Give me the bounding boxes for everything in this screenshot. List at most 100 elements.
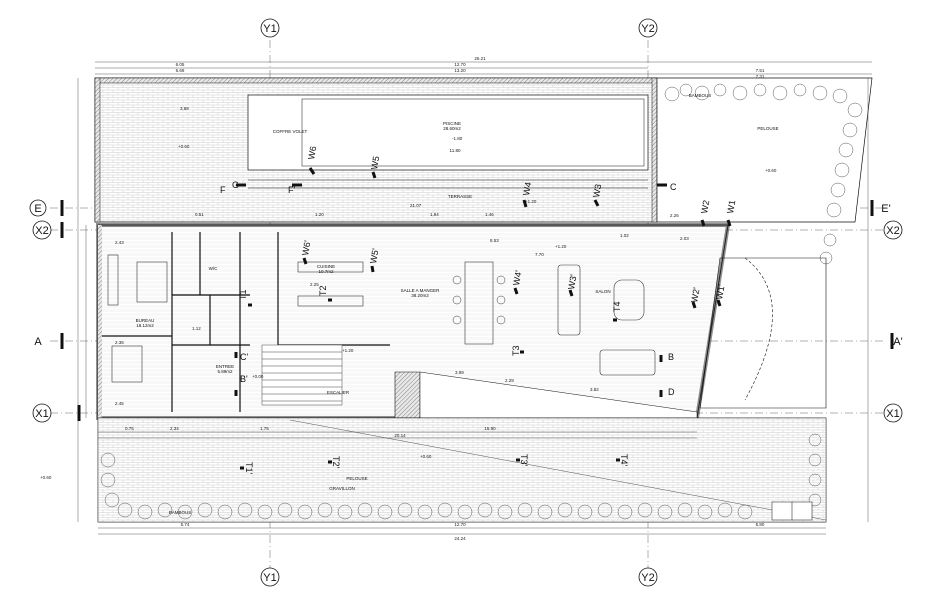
svg-text:W6': W6' (300, 239, 313, 256)
svg-text:F: F (220, 185, 226, 195)
svg-text:+0.60: +0.60 (765, 168, 777, 173)
svg-text:B': B' (240, 374, 248, 384)
svg-text:W5: W5 (369, 155, 381, 170)
svg-text:X2: X2 (886, 225, 899, 237)
svg-text:7.70: 7.70 (535, 252, 544, 257)
svg-text:1.02: 1.02 (620, 233, 629, 238)
svg-text:+0.60: +0.60 (420, 454, 432, 459)
label-entree: ENTREE (216, 364, 234, 369)
svg-text:7.31: 7.31 (756, 74, 765, 79)
svg-text:3.68: 3.68 (180, 106, 189, 111)
label-coffre: COFFRE VOLET (273, 129, 308, 134)
pool-block (94, 77, 658, 223)
axis-markers: Y1 Y2 Y1 Y2 E X2 A X1 E' X2 A' X1 (29, 18, 903, 587)
label-gravillon: GRAVILLON (329, 486, 354, 491)
svg-text:2.26: 2.26 (670, 213, 679, 218)
svg-text:11.80: 11.80 (450, 148, 461, 153)
svg-text:1.94: 1.94 (430, 212, 439, 217)
axis-y2-top: Y2 (638, 18, 658, 38)
svg-text:2.36: 2.36 (115, 340, 124, 345)
svg-text:Y2: Y2 (641, 23, 654, 35)
svg-text:W1: W1 (725, 199, 737, 214)
svg-text:X1: X1 (35, 408, 48, 420)
axis-x1-right: X1 (883, 403, 903, 423)
svg-text:-1.80: -1.80 (452, 136, 463, 141)
svg-text:0.51: 0.51 (195, 212, 204, 217)
svg-text:W4': W4' (511, 269, 524, 286)
svg-text:Y1: Y1 (263, 23, 276, 35)
svg-text:C: C (670, 182, 677, 192)
svg-text:6.05: 6.05 (176, 62, 185, 67)
axis-e-left: E (29, 199, 47, 217)
svg-text:10.7m2: 10.7m2 (318, 269, 334, 274)
svg-text:A': A' (893, 336, 902, 348)
axis-x1-left: X1 (32, 403, 52, 423)
svg-text:G: G (232, 180, 239, 190)
svg-text:+1.20: +1.20 (342, 348, 354, 353)
svg-text:BAMBOUS: BAMBOUS (689, 93, 712, 98)
svg-text:1.46: 1.46 (485, 212, 494, 217)
svg-text:C': C' (240, 352, 248, 362)
svg-text:+1.20: +1.20 (525, 199, 537, 204)
svg-text:3.82: 3.82 (590, 387, 599, 392)
svg-text:21.07: 21.07 (410, 203, 422, 208)
svg-text:2.34: 2.34 (170, 426, 179, 431)
svg-text:W6: W6 (306, 145, 318, 160)
svg-text:W2': W2' (689, 286, 702, 303)
garden-bottom (97, 417, 827, 523)
svg-text:2.43: 2.43 (115, 240, 124, 245)
svg-text:T2: T2 (318, 285, 328, 296)
svg-text:1.75: 1.75 (260, 426, 269, 431)
svg-text:X2: X2 (35, 225, 48, 237)
label-piscine: PISCINE (443, 121, 461, 126)
svg-text:20.14: 20.14 (394, 433, 406, 438)
label-bureau: BUREAU (136, 318, 155, 323)
svg-text:+1.20: +1.20 (555, 244, 567, 249)
label-pelouse-top: PELOUSE (757, 126, 778, 131)
svg-text:5.74: 5.74 (181, 522, 190, 527)
axis-e-right: E' (881, 203, 890, 215)
svg-text:1.20: 1.20 (315, 212, 324, 217)
axis-a-left: A (34, 336, 42, 348)
axis-y1-top: Y1 (260, 18, 280, 38)
svg-text:T3: T3 (511, 345, 521, 356)
svg-text:T3': T3' (519, 454, 529, 467)
svg-text:T1': T1' (244, 462, 254, 475)
svg-text:2.25: 2.25 (310, 282, 319, 287)
label-escalier: ESCALIER (327, 390, 350, 395)
svg-text:+0.60: +0.60 (178, 144, 190, 149)
svg-text:T4': T4' (619, 454, 629, 467)
room-labels: PISCINE 28.60m2 11.80 COFFRE VOLET BUREA… (136, 93, 779, 515)
svg-text:F': F' (288, 185, 295, 195)
svg-text:E': E' (881, 203, 890, 215)
dimension-labels: 26.21 6.05 12.70 7.51 5.69 13.20 7.31 5.… (176, 56, 765, 541)
svg-text:2.03: 2.03 (680, 236, 689, 241)
svg-text:T2': T2' (331, 456, 341, 469)
svg-text:W3': W3' (566, 273, 579, 290)
svg-text:Y2: Y2 (641, 572, 654, 584)
levels: +0.60 -1.80 +0.60 +1.20 +1.20 +1.20 +0.6… (40, 136, 777, 480)
svg-text:W5': W5' (368, 247, 381, 264)
svg-text:5.69: 5.69 (176, 68, 185, 73)
svg-text:12.70: 12.70 (454, 62, 466, 67)
svg-text:BAMBOUS: BAMBOUS (169, 510, 192, 515)
svg-text:B: B (668, 352, 674, 362)
svg-text:24.24: 24.24 (454, 536, 466, 541)
svg-text:0.75: 0.75 (125, 426, 134, 431)
label-cuisine: CUISINE (317, 264, 335, 269)
svg-text:E: E (34, 203, 41, 215)
axis-x2-right: X2 (883, 220, 903, 240)
svg-text:5.89m2: 5.89m2 (217, 369, 233, 374)
svg-text:Y1: Y1 (263, 572, 276, 584)
svg-text:8.53: 8.53 (490, 238, 499, 243)
svg-text:W2: W2 (699, 199, 711, 214)
label-pelouse-bottom: PELOUSE (346, 476, 367, 481)
svg-text:38.20m2: 38.20m2 (411, 293, 429, 298)
spot-values: 21.07 8.53 7.70 3.82 2.43 2.36 2.45 1.12… (115, 106, 689, 431)
svg-text:28.60m2: 28.60m2 (443, 126, 461, 131)
svg-text:26.21: 26.21 (474, 56, 486, 61)
section-cuts (60, 200, 894, 421)
svg-text:5.80: 5.80 (756, 522, 765, 527)
svg-text:W1': W1' (714, 283, 727, 300)
